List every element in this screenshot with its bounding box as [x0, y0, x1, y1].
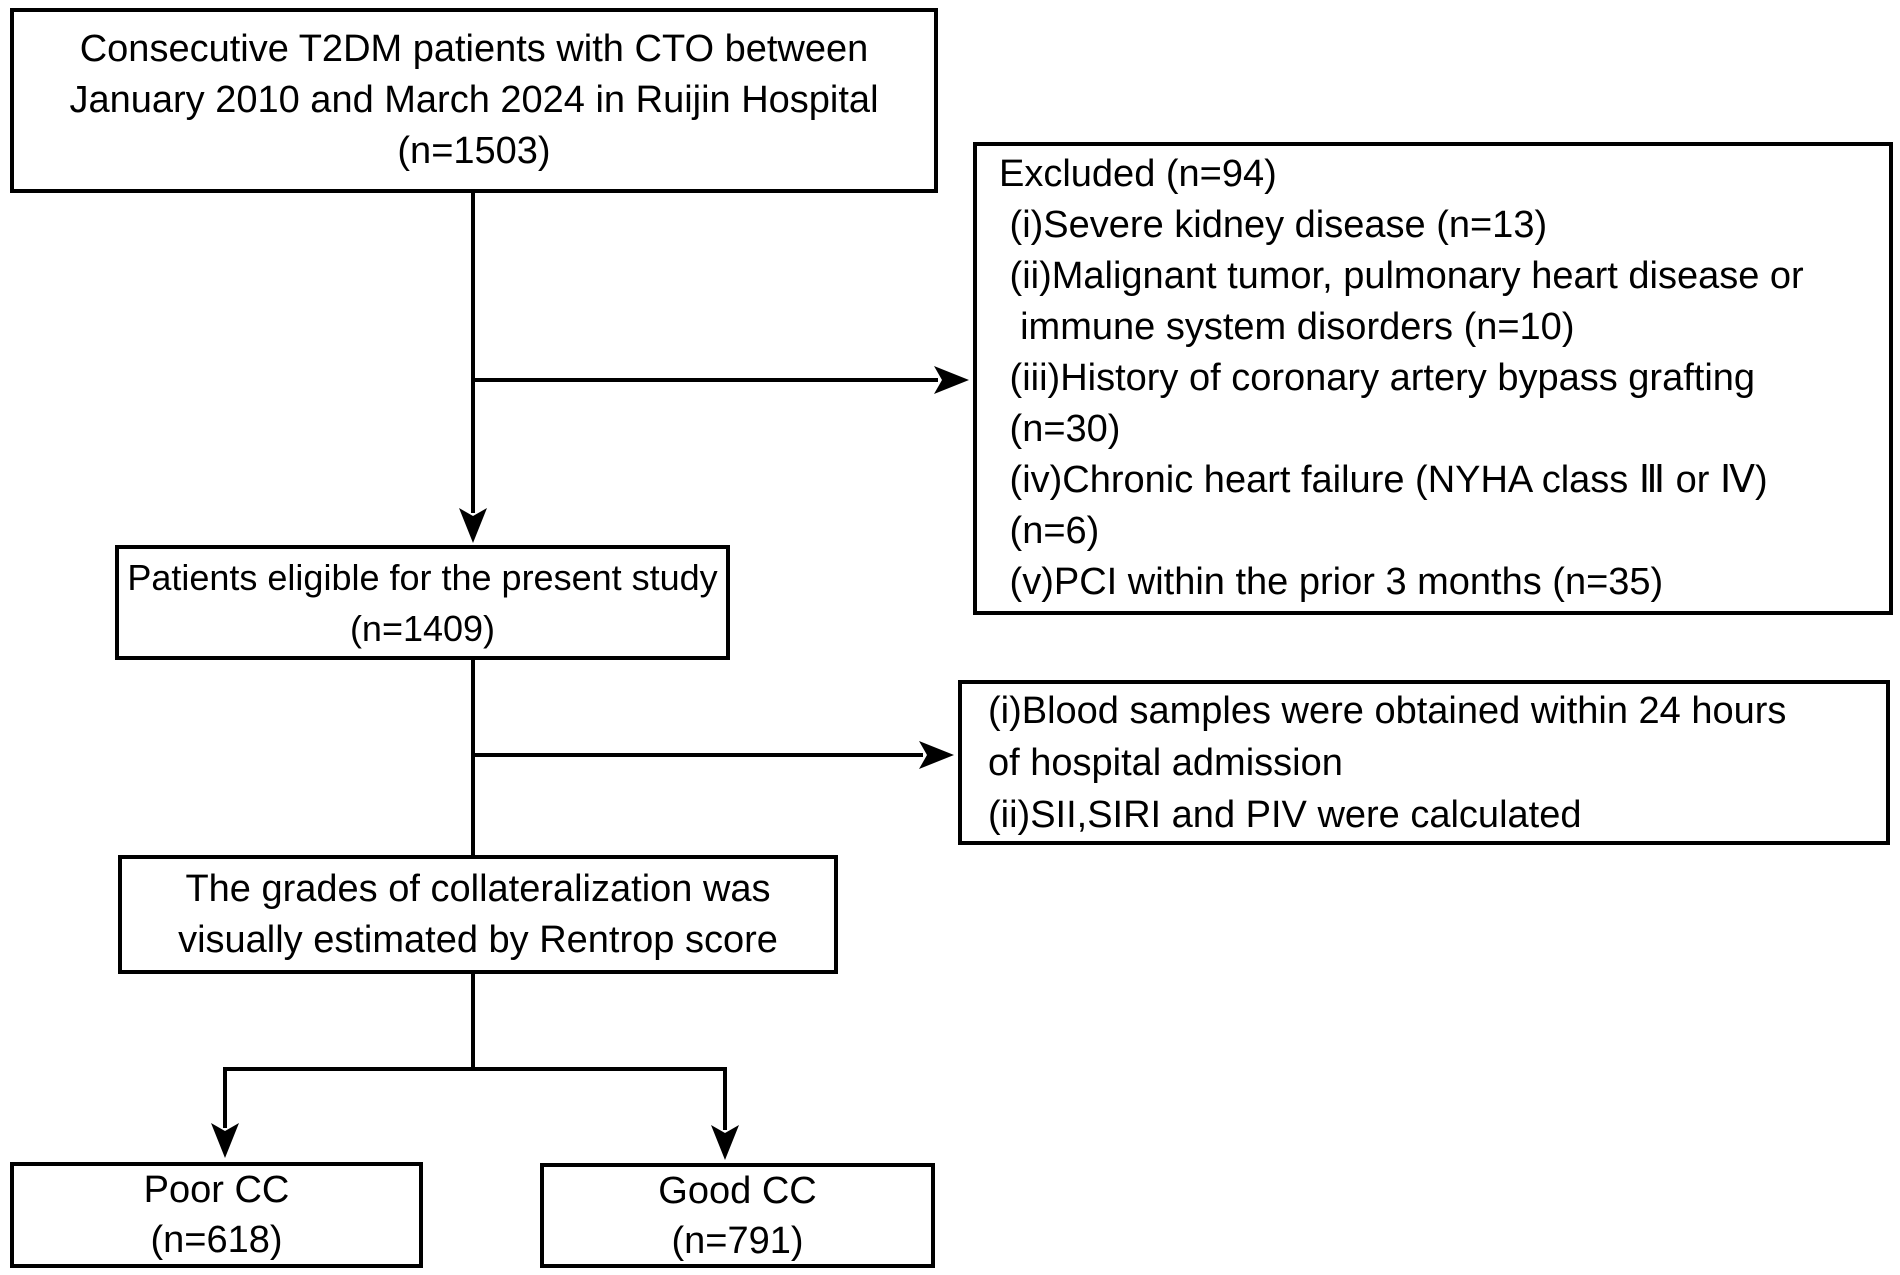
arrowhead-down-eligible — [459, 508, 487, 543]
node-excluded-header: Excluded (n=94) — [999, 153, 1277, 195]
node-excluded: Excluded (n=94) (i)Severe kidney disease… — [973, 142, 1893, 615]
node-excluded-item-ii: (ii)Malignant tumor, pulmonary heart dis… — [999, 255, 1804, 297]
node-poor-cc-label: Poor CC — [143, 1169, 290, 1211]
node-rentrop-line2: visually estimated by Rentrop score — [178, 918, 778, 961]
node-blood-samples-item-i: (i)Blood samples were obtained within 24… — [988, 689, 1787, 732]
node-excluded-item-ii-cont: immune system disorders (n=10) — [999, 306, 1575, 348]
node-excluded-item-iii: (iii)History of coronary artery bypass g… — [999, 357, 1756, 399]
arrowhead-down-good — [711, 1125, 739, 1160]
node-excluded-item-iv: (iv)Chronic heart failure (NYHA class Ⅲ … — [999, 459, 1768, 501]
node-eligible-count: (n=1409) — [349, 607, 496, 649]
node-rentrop-grading: The grades of collateralization was visu… — [118, 855, 838, 974]
node-initial-cohort-count: (n=1503) — [397, 130, 551, 172]
arrowhead-down-poor — [211, 1123, 239, 1158]
node-excluded-item-i: (i)Severe kidney disease (n=13) — [999, 204, 1548, 246]
node-poor-cc: Poor CC (n=618) — [10, 1162, 423, 1268]
node-good-cc-count: (n=791) — [671, 1219, 804, 1262]
node-initial-cohort-line1: Consecutive T2DM patients with CTO betwe… — [79, 28, 869, 70]
node-eligible: Patients eligible for the present study … — [115, 545, 730, 660]
node-good-cc: Good CC (n=791) — [540, 1163, 935, 1268]
node-blood-samples: (i)Blood samples were obtained within 24… — [958, 680, 1890, 845]
node-rentrop-line1: The grades of collateralization was — [185, 867, 771, 910]
node-initial-cohort-line2: January 2010 and March 2024 in Ruijin Ho… — [69, 79, 879, 121]
node-poor-cc-count: (n=618) — [150, 1219, 283, 1261]
node-eligible-line1: Patients eligible for the present study — [127, 556, 718, 598]
node-excluded-item-iv-cont: (n=6) — [999, 510, 1100, 552]
node-excluded-item-v: (v)PCI within the prior 3 months (n=35) — [999, 561, 1664, 603]
node-initial-cohort: Consecutive T2DM patients with CTO betwe… — [10, 8, 938, 193]
node-blood-samples-item-ii: (ii)SII,SIRI and PIV were calculated — [988, 793, 1582, 836]
arrowhead-right-blood — [919, 741, 954, 769]
node-blood-samples-item-i-cont: of hospital admission — [988, 741, 1343, 784]
arrowhead-right-excluded — [934, 366, 969, 394]
node-good-cc-label: Good CC — [658, 1169, 817, 1212]
node-excluded-item-iii-cont: (n=30) — [999, 408, 1121, 450]
